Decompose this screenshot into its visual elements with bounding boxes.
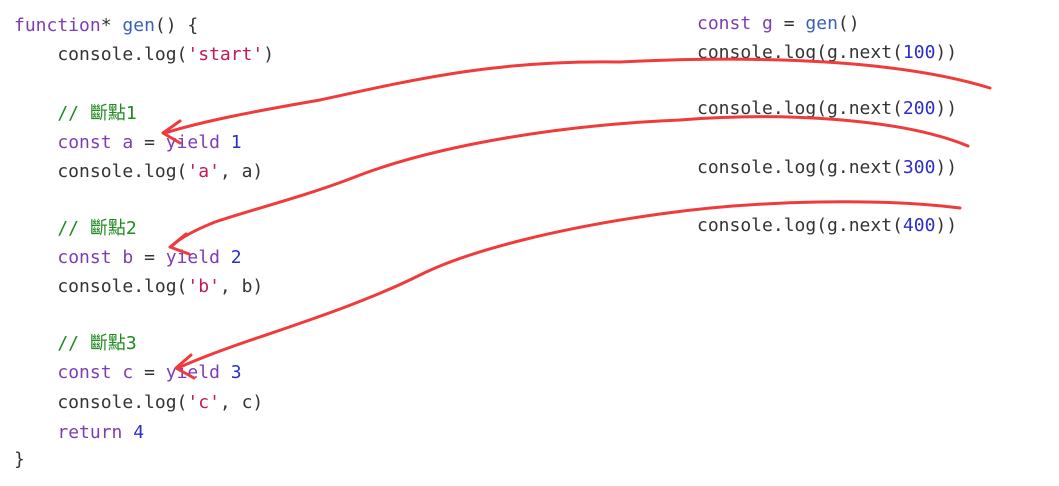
line-comment-2: // 斷點2	[14, 217, 137, 241]
line-comment-3: // 斷點3	[14, 332, 137, 356]
code-token	[220, 132, 231, 153]
line-log-start: console.log('start')	[14, 43, 274, 67]
code-token: 3	[230, 362, 242, 383]
code-token	[14, 422, 57, 443]
line-next-400: console.log(g.next(400))	[697, 214, 957, 238]
code-token: 300	[902, 157, 936, 178]
line-close-brace: }	[14, 448, 25, 472]
code-token	[122, 422, 133, 443]
code-token: yield	[165, 132, 220, 153]
code-token: =	[772, 13, 806, 34]
code-token: console.log(	[14, 44, 188, 65]
code-token: const	[697, 13, 752, 34]
code-token: yield	[165, 247, 220, 268]
line-next-300: console.log(g.next(300))	[697, 156, 957, 180]
line-log-b: console.log('b', b)	[14, 275, 263, 299]
code-token: 200	[902, 98, 936, 119]
code-token: ))	[935, 157, 958, 178]
line-next-200: console.log(g.next(200))	[697, 97, 957, 121]
code-token: 'c'	[187, 392, 220, 413]
code-token: yield	[165, 362, 220, 383]
code-token	[112, 247, 123, 268]
code-token: )	[263, 44, 275, 65]
code-token: , a)	[219, 161, 264, 182]
code-token: // 斷點2	[14, 218, 137, 239]
code-token	[14, 132, 57, 153]
code-token: 4	[133, 422, 145, 443]
code-token	[751, 13, 762, 34]
line-comment-1: // 斷點1	[14, 102, 137, 126]
code-token: =	[133, 247, 166, 268]
code-token: =	[133, 132, 166, 153]
code-token: b	[122, 247, 134, 268]
code-token	[220, 247, 231, 268]
line-const-g: const g = gen()	[697, 12, 860, 36]
code-token: () {	[154, 15, 199, 36]
code-token: const	[57, 362, 112, 383]
code-token: a	[122, 132, 134, 153]
code-token: , c)	[219, 392, 264, 413]
code-token: console.log(	[14, 276, 188, 297]
code-token: // 斷點1	[14, 103, 137, 124]
line-function-decl: function* gen() {	[14, 14, 198, 38]
code-token: c	[122, 362, 134, 383]
line-next-100: console.log(g.next(100))	[697, 41, 957, 65]
code-token: // 斷點3	[14, 333, 137, 354]
code-token: gen	[805, 13, 838, 34]
code-token: console.log(	[14, 392, 188, 413]
code-token	[220, 362, 231, 383]
code-token: console.log(g.next(	[697, 157, 903, 178]
code-token: const	[57, 132, 112, 153]
code-token: 'b'	[187, 276, 220, 297]
code-token: 'a'	[187, 161, 220, 182]
code-token: const	[57, 247, 112, 268]
line-yield-1: const a = yield 1	[14, 131, 242, 155]
code-token: ))	[935, 42, 958, 63]
code-token: g	[762, 13, 773, 34]
code-token: }	[14, 449, 25, 470]
code-token: console.log(g.next(	[697, 215, 903, 236]
code-token: 'start'	[187, 44, 264, 65]
line-yield-3: const c = yield 3	[14, 361, 242, 385]
code-token: 1	[230, 132, 242, 153]
code-token	[112, 362, 123, 383]
code-token	[14, 362, 57, 383]
code-token: return	[57, 422, 123, 443]
code-token	[14, 247, 57, 268]
code-token: console.log(	[14, 161, 188, 182]
code-token: =	[133, 362, 166, 383]
code-token: console.log(g.next(	[697, 98, 903, 119]
code-token: ))	[935, 98, 958, 119]
line-log-c: console.log('c', c)	[14, 391, 263, 415]
code-token	[112, 132, 123, 153]
code-token: 100	[902, 42, 936, 63]
line-yield-2: const b = yield 2	[14, 246, 242, 270]
code-token: ))	[935, 215, 958, 236]
code-token: 400	[902, 215, 936, 236]
code-token: *	[100, 15, 123, 36]
code-token: function	[14, 15, 101, 36]
code-token: gen	[122, 15, 155, 36]
line-log-a: console.log('a', a)	[14, 160, 263, 184]
code-token: 2	[230, 247, 242, 268]
line-return: return 4	[14, 421, 144, 445]
code-token: console.log(g.next(	[697, 42, 903, 63]
code-token: , b)	[219, 276, 264, 297]
code-token: ()	[837, 13, 860, 34]
